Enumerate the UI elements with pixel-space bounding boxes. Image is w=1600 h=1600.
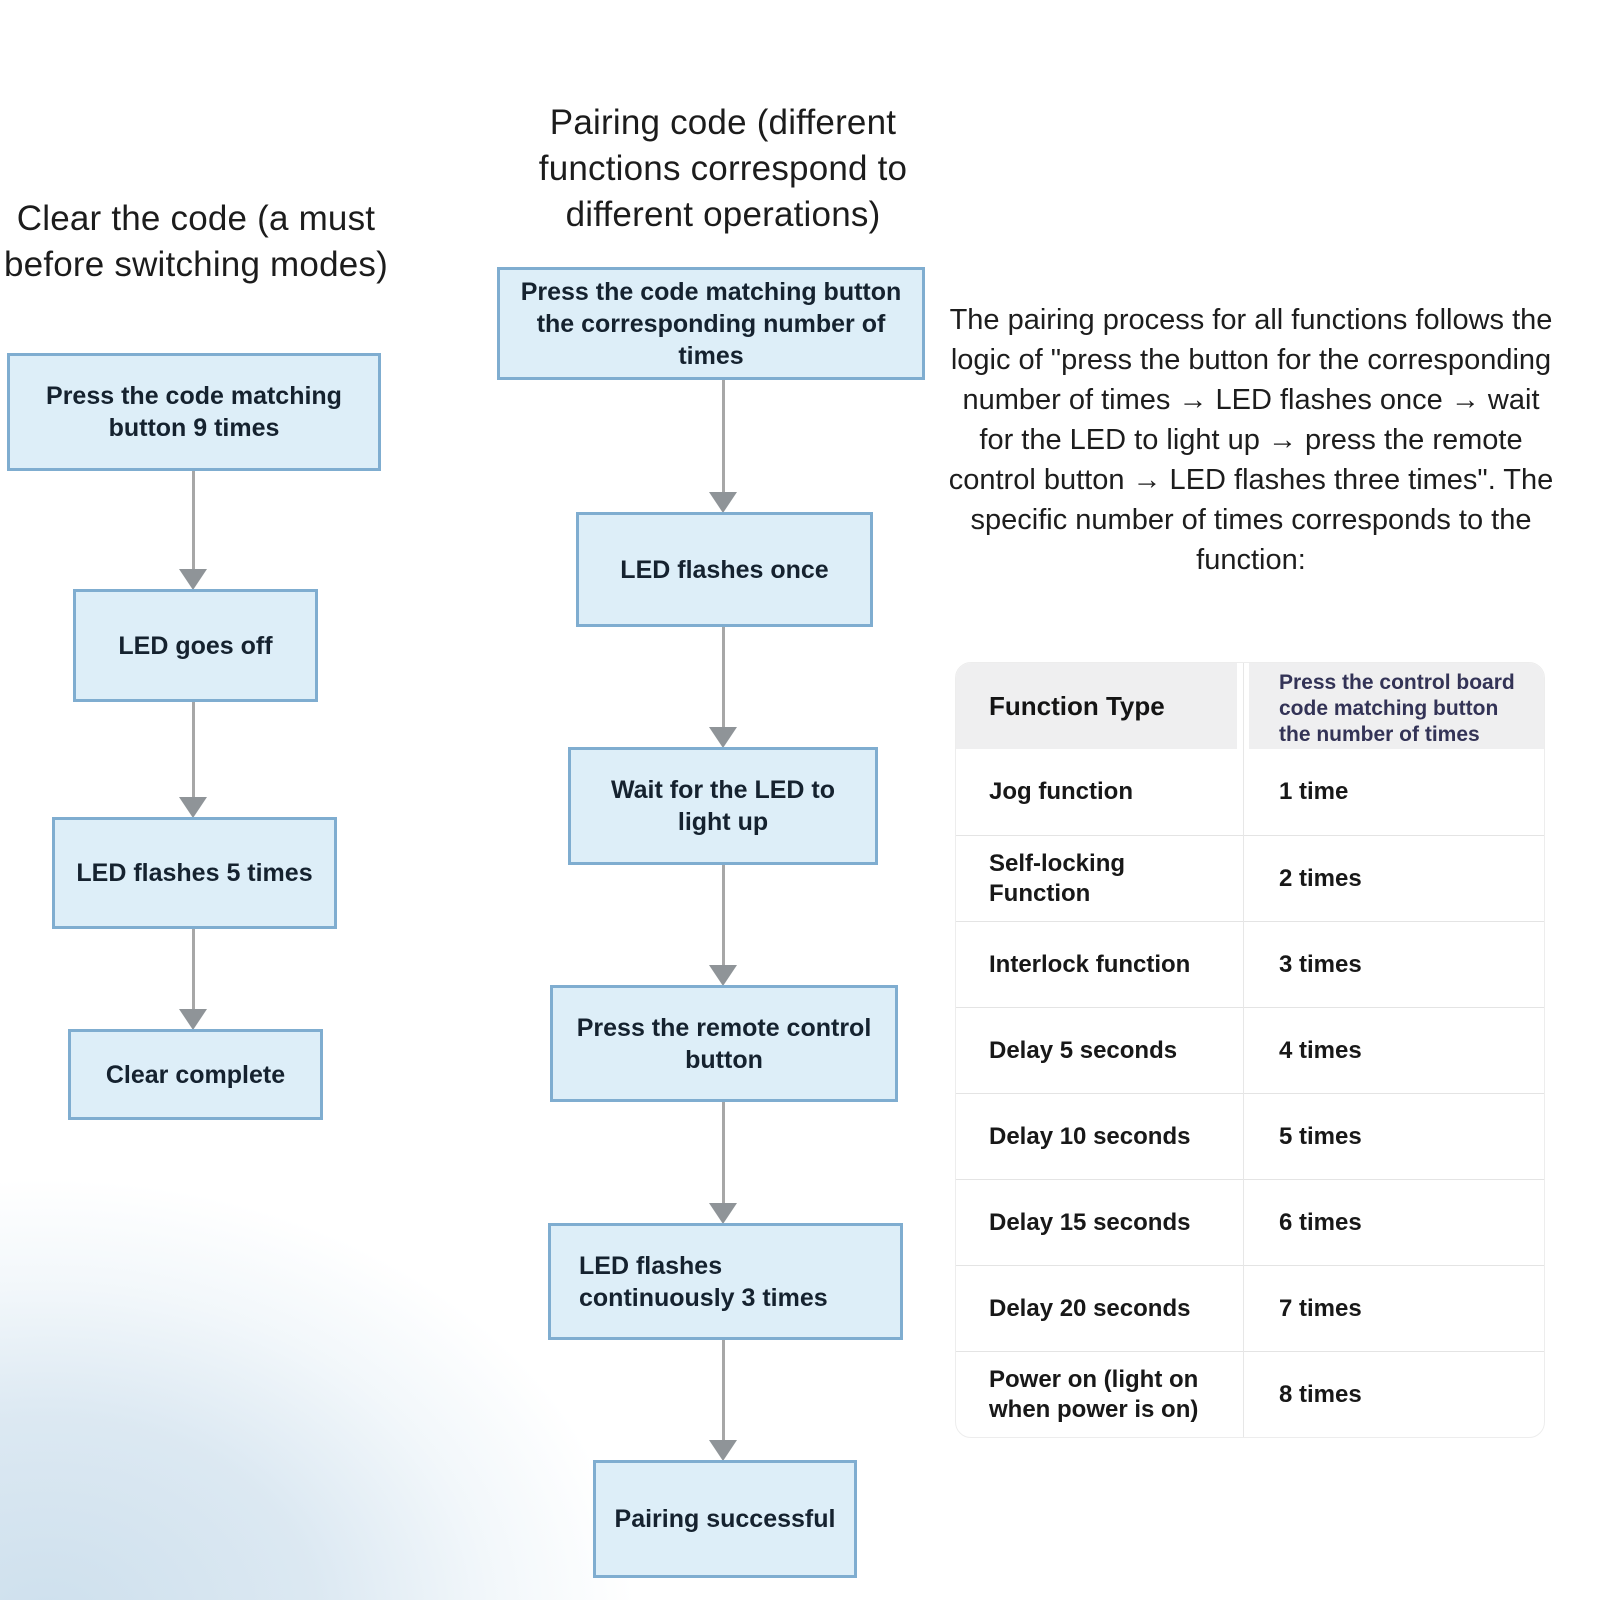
flow-step-box: LED flashes once [576,512,873,627]
flow-step-box: Press the code matching button 9 times [7,353,381,471]
flow-step-box: Pairing successful [593,1460,857,1578]
clear-code-flow-title: Clear the code (a must before switching … [4,199,388,284]
function-times-table: Function Type Press the control board co… [955,662,1545,1438]
table-row: Jog function 1 time [956,749,1544,835]
arrow-down-icon [179,797,207,818]
arrow-down-icon [709,965,737,986]
times-cell: 7 times [1279,1294,1362,1322]
flow-step-box: LED flashes 5 times [52,817,337,929]
pairing-process-paragraph: The pairing process for all functions fo… [948,304,1554,576]
arrow-down-icon [709,1440,737,1461]
table-row: Self-locking Function 2 times [956,835,1544,921]
times-cell: 5 times [1279,1122,1362,1150]
function-cell: Delay 5 seconds [989,1036,1178,1064]
flow-arrow-line [192,471,195,571]
flow-step-box: Press the remote control button [550,985,898,1102]
function-cell: Delay 15 seconds [989,1208,1191,1236]
table-row: Interlock function 3 times [956,921,1544,1007]
flow-arrow-line [722,865,725,967]
table-row: Delay 15 seconds 6 times [956,1179,1544,1265]
table-header-press-times: Press the control board code matching bu… [1249,663,1544,749]
times-cell: 2 times [1279,864,1362,892]
function-cell: Interlock function [989,950,1191,978]
table-row: Power on (light on when power is on) 8 t… [956,1351,1544,1437]
function-cell: Jog function [989,778,1133,805]
table-header-function-type: Function Type [956,663,1237,749]
flow-step-box: Press the code matching button the corre… [497,267,925,380]
function-cell: Power on (light on when power is on) [989,1365,1199,1423]
times-cell: 6 times [1279,1208,1362,1236]
flow-arrow-line [722,1102,725,1205]
times-cell: 3 times [1279,950,1362,978]
function-cell: Delay 10 seconds [989,1122,1191,1150]
times-cell: 1 time [1279,778,1349,805]
table-row: Delay 10 seconds 5 times [956,1093,1544,1179]
table-row: Delay 5 seconds 4 times [956,1007,1544,1093]
arrow-down-icon [709,1203,737,1224]
table-body: Jog function 1 time Self-locking Functio… [956,749,1544,1437]
flow-arrow-line [722,627,725,729]
function-cell: Self-locking Function [989,849,1126,907]
flow-arrow-line [722,380,725,494]
table-column-divider [1243,663,1244,1437]
flow-step-box: Wait for the LED to light up [568,747,878,865]
arrow-down-icon [179,569,207,590]
times-cell: 4 times [1279,1036,1362,1064]
flow-arrow-line [192,702,195,799]
table-row: Delay 20 seconds 7 times [956,1265,1544,1351]
table-header-row: Function Type Press the control board co… [956,663,1544,749]
flow-arrow-line [192,929,195,1011]
flow-step-box: LED flashes continuously 3 times [548,1223,903,1340]
arrow-down-icon [179,1009,207,1030]
function-cell: Delay 20 seconds [989,1294,1191,1322]
arrow-down-icon [709,727,737,748]
flow-step-box: LED goes off [73,589,318,702]
times-cell: 8 times [1279,1380,1362,1408]
arrow-down-icon [709,492,737,513]
pairing-code-flow-title: Pairing code (different functions corres… [538,103,908,234]
flow-step-box: Clear complete [68,1029,323,1120]
flow-arrow-line [722,1340,725,1442]
